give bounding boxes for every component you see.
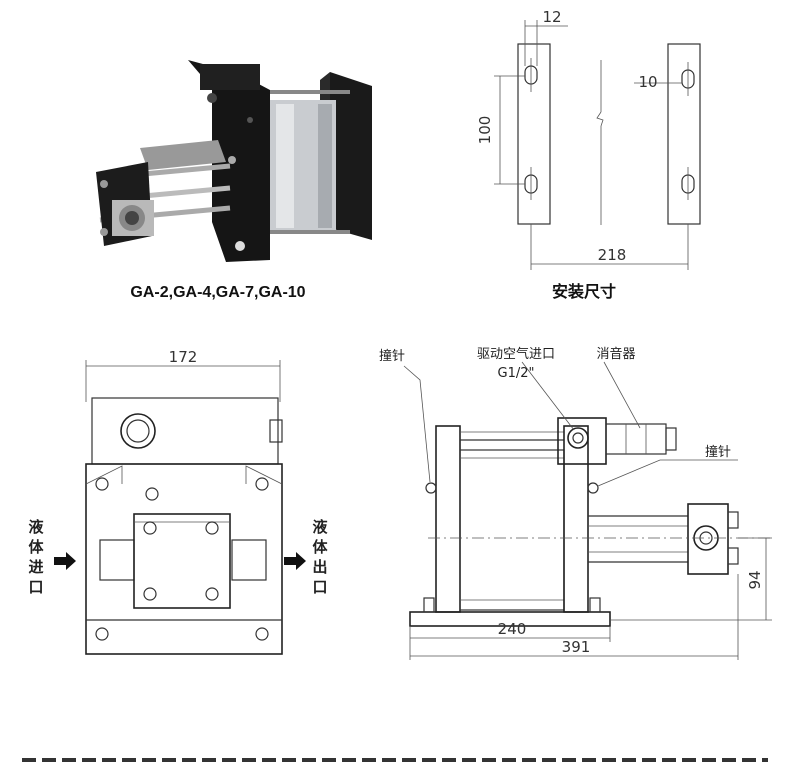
svg-text:体: 体 [28, 538, 44, 556]
front-bolts [95, 477, 269, 641]
svg-text:体: 体 [312, 538, 328, 556]
drive-air-inlet-label: 驱动空气进口 [477, 346, 555, 362]
svg-text:口: 口 [312, 578, 327, 596]
outlet-label: 液 体 出 口 [312, 518, 328, 596]
muffler-label: 消音器 [596, 346, 635, 362]
dim-391: 391 [562, 638, 591, 656]
outlet-arrow-icon [284, 552, 306, 570]
product-photo [96, 60, 372, 262]
mount-spacing-dim: 218 [598, 246, 627, 264]
slot-width-dim: 12 [542, 8, 561, 26]
side-view [403, 361, 772, 660]
svg-text:进: 进 [28, 558, 43, 576]
svg-text:口: 口 [28, 578, 43, 596]
svg-text:出: 出 [312, 558, 327, 576]
front-width-dim: 172 [169, 348, 198, 366]
drive-air-thread-label: G1/2" [498, 366, 535, 381]
mounting-diagram [494, 20, 701, 270]
dim-94: 94 [746, 570, 764, 589]
front-view [85, 360, 283, 655]
plunger-label-left: 撞针 [379, 349, 405, 364]
plunger-label-right: 撞针 [705, 445, 731, 460]
mount-caption: 安装尺寸 [552, 282, 616, 301]
product-caption: GA-2,GA-4,GA-7,GA-10 [130, 284, 305, 301]
inlet-label: 液 体 进 口 [28, 518, 44, 596]
svg-text:液: 液 [28, 518, 44, 536]
slot-offset-dim: 10 [638, 73, 657, 91]
dim-240: 240 [498, 620, 527, 638]
inlet-arrow-icon [54, 552, 76, 570]
slot-spacing-dim: 100 [476, 116, 494, 145]
svg-text:液: 液 [312, 518, 328, 536]
